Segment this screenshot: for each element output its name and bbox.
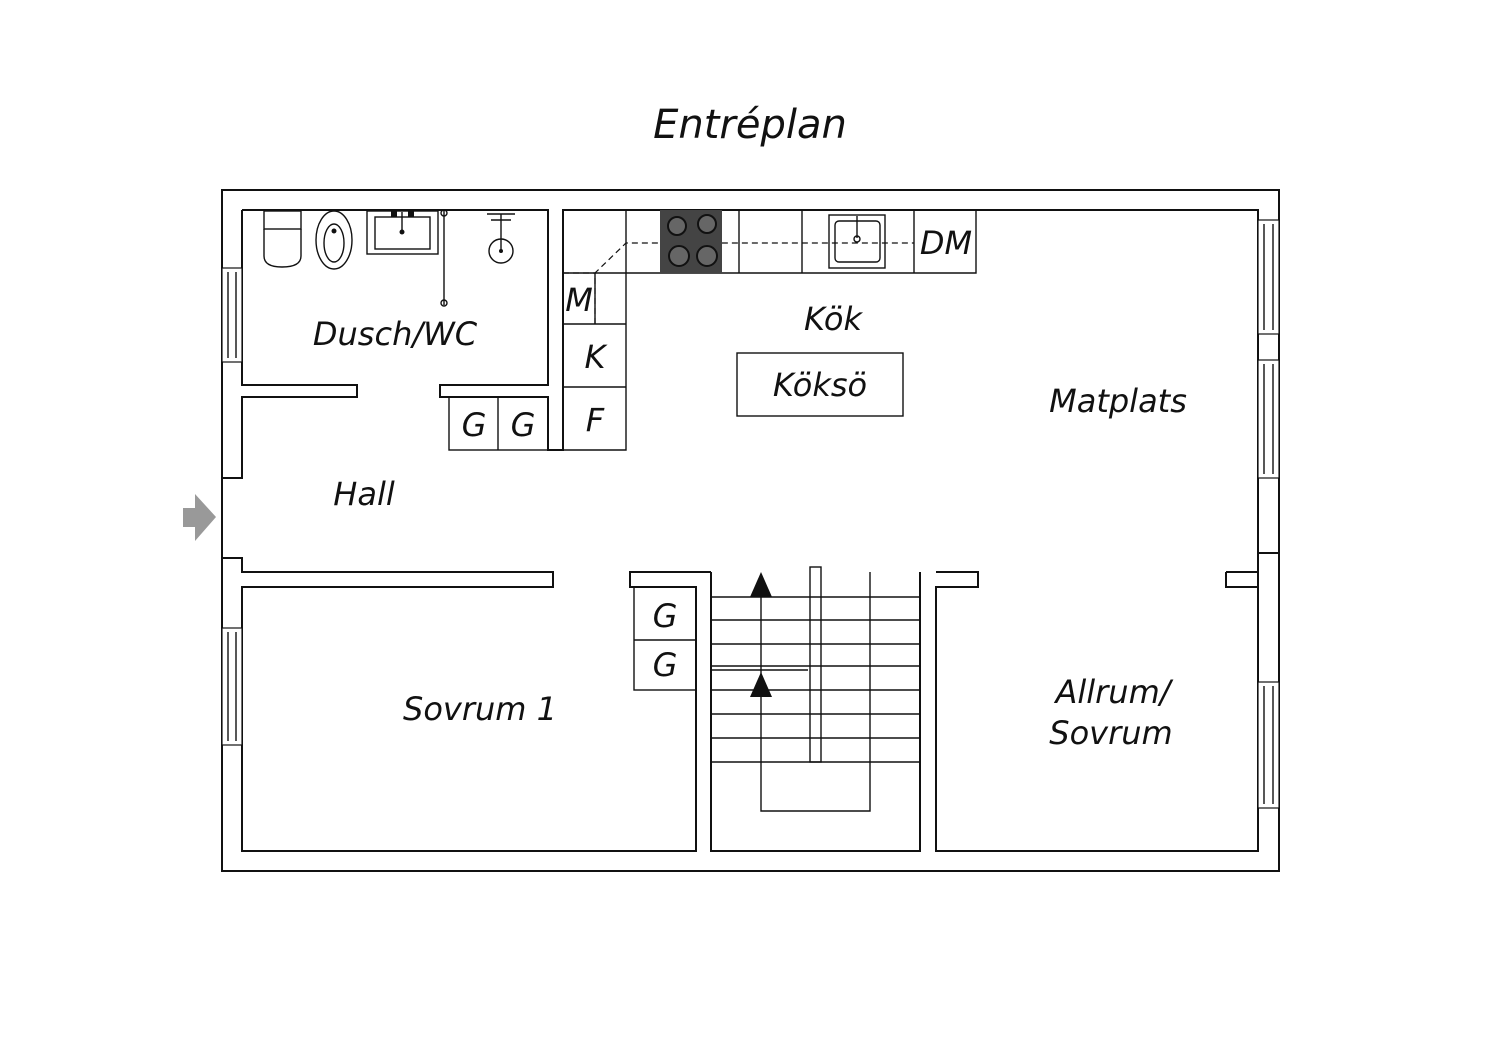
- exterior-walls: [221, 189, 1280, 872]
- windows: [221, 219, 1280, 809]
- toilet-icon: [263, 210, 302, 268]
- shower-icon: [440, 209, 515, 307]
- room-label-matplats: Matplats: [1049, 382, 1187, 420]
- room-label-sovrum-1: Sovrum 1: [403, 690, 557, 728]
- kitchen-counter: [563, 210, 977, 451]
- wardrobe-label: G: [653, 646, 678, 684]
- room-label-hall: Hall: [333, 475, 395, 513]
- cabinet-label-dm: DM: [920, 224, 972, 262]
- window: [221, 267, 243, 363]
- stair-direction-arrow-icon: [750, 572, 772, 597]
- room-label-allrum: Allrum/: [1053, 673, 1173, 711]
- cabinet-label-k: K: [585, 338, 609, 376]
- room-label-koksö: Köksö: [773, 366, 867, 404]
- wardrobes: [448, 396, 697, 691]
- kitchen-island: [736, 352, 904, 417]
- room-label-sovrum: Sovrum: [1049, 714, 1172, 752]
- bidet-icon: [315, 210, 353, 270]
- window: [1257, 681, 1280, 809]
- bathroom-fixtures: [263, 209, 515, 307]
- wardrobe-label: G: [511, 406, 536, 444]
- cabinet-label-f: F: [586, 401, 605, 439]
- window: [1257, 219, 1280, 335]
- window: [221, 627, 243, 746]
- plan-title: Entréplan: [653, 102, 847, 148]
- stair-direction-arrow-icon: [750, 672, 772, 697]
- kitchen-sink-icon: [828, 214, 886, 269]
- staircase: [711, 566, 920, 812]
- wardrobe-label: G: [653, 597, 678, 635]
- wardrobe-label: G: [462, 406, 487, 444]
- sink-icon: [366, 210, 439, 255]
- cooktop-icon: [660, 210, 722, 273]
- room-label-kok: Kök: [804, 300, 863, 338]
- cabinet-label-m: M: [565, 281, 593, 319]
- entrance-arrow-icon: [183, 494, 216, 541]
- room-label-dusch-wc: Dusch/WC: [313, 315, 478, 353]
- window: [1257, 359, 1280, 479]
